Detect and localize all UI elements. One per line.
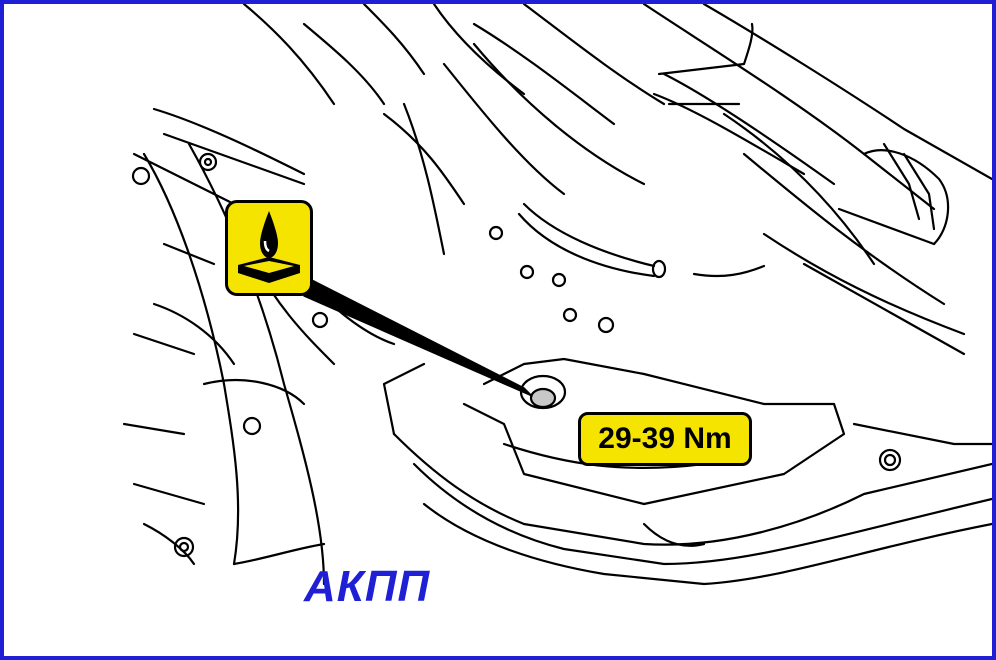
bolts bbox=[131, 152, 902, 558]
diagram-caption: АКПП bbox=[304, 562, 431, 611]
leader-line bbox=[303, 275, 533, 397]
sensor-wire bbox=[517, 202, 766, 279]
transmission-line-art bbox=[122, 4, 992, 586]
fluid-drop-icon bbox=[225, 200, 313, 296]
oil-pan bbox=[382, 357, 992, 586]
torque-spec-label: 29-39 Nm bbox=[578, 412, 752, 466]
suspension-arm bbox=[122, 142, 396, 586]
drain-plug bbox=[519, 374, 567, 410]
exhaust-pipe bbox=[642, 4, 992, 246]
engine-block-outline bbox=[132, 4, 966, 356]
